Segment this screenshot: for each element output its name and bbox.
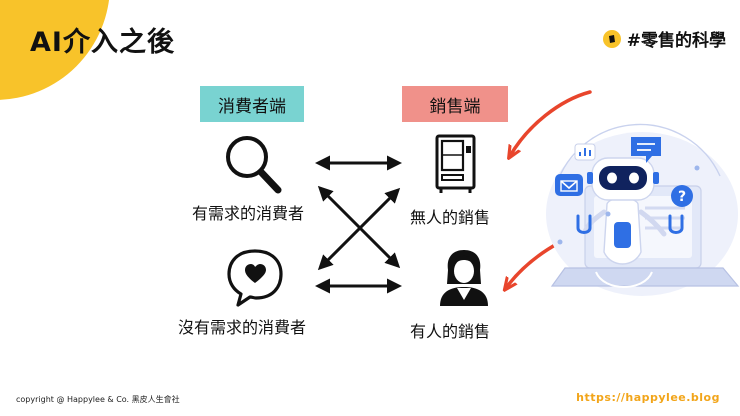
svg-text:?: ? — [678, 189, 686, 205]
slide-title: AI介入之後 — [30, 27, 175, 58]
saleswoman-icon — [440, 250, 488, 306]
unmanned-seller-label: 無人的銷售 — [410, 208, 491, 227]
copyright-text: copyright @ Happylee & Co. 黑皮人生會社 — [16, 395, 180, 404]
vending-machine-icon — [435, 134, 476, 193]
brand: #零售的科學 — [602, 26, 726, 51]
magnifier-icon — [226, 136, 282, 194]
brand-hashtag: #零售的科學 — [626, 31, 726, 51]
heart-bubble-icon — [227, 249, 283, 307]
brand-logo-icon — [602, 29, 621, 48]
needy-consumer-label: 有需求的消費者 — [192, 204, 305, 223]
consumer-side-tag: 消費者端 — [200, 86, 304, 122]
no-need-consumer-label: 沒有需求的消費者 — [178, 318, 307, 337]
ai-robot-illustration: ? — [546, 123, 740, 296]
connection-arrows — [315, 155, 402, 294]
seller-side-tag: 銷售端 — [402, 86, 508, 122]
human-seller-label: 有人的銷售 — [410, 322, 491, 341]
website-url: https://happylee.blog — [576, 391, 720, 404]
